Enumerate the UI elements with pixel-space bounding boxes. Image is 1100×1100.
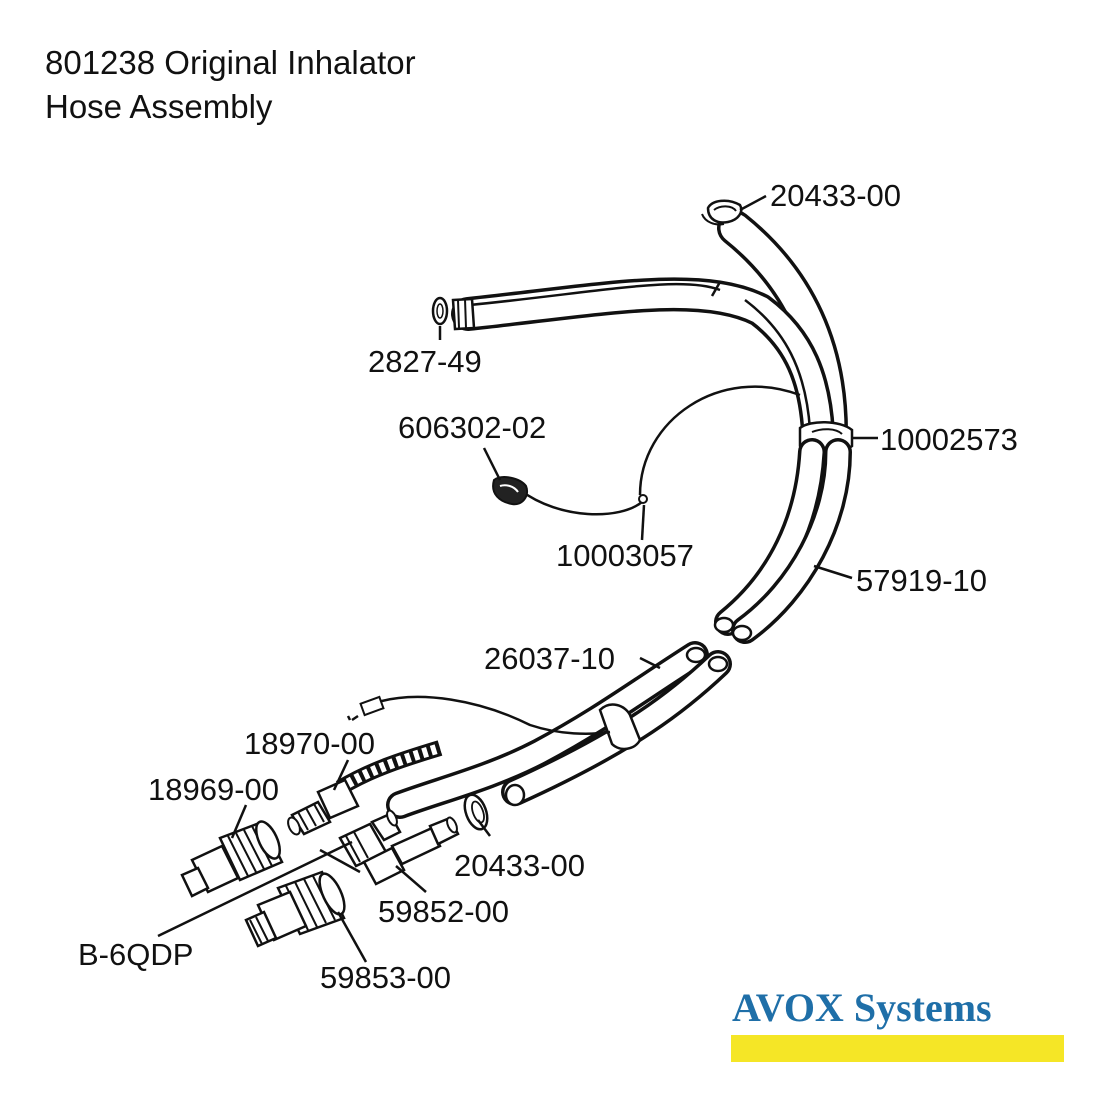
- leader-lines: [157, 194, 878, 963]
- label-lower-clamp: 20433-00: [454, 848, 585, 883]
- coupler-plug-part: [287, 778, 360, 836]
- upper-hoses: [451, 210, 848, 450]
- label-junction: 10002573: [880, 422, 1018, 457]
- diagram-title-line2: Hose Assembly: [45, 88, 273, 125]
- nose-clip-part: [492, 476, 528, 506]
- top-clamp-part: [701, 199, 743, 226]
- part-labels: 20433-00 2827-49 606302-02 10003057 1000…: [78, 178, 1018, 995]
- lower-clamp-part: [463, 793, 489, 831]
- lower-dual-hose: [335, 641, 732, 819]
- fitting-part: [244, 870, 346, 948]
- label-fitting: 59853-00: [320, 960, 451, 995]
- label-wire-end: 10003057: [556, 538, 694, 573]
- adapter-part: [362, 816, 460, 886]
- coupler-socket-part: [180, 820, 284, 898]
- label-washer: 2827-49: [368, 344, 482, 379]
- washer-part: [431, 296, 449, 326]
- twin-hose-lower: [713, 438, 852, 644]
- brand-bar: [731, 1035, 1064, 1062]
- label-adapter: 59852-00: [378, 894, 509, 929]
- label-top-clamp: 20433-00: [770, 178, 901, 213]
- diagram-title-line1: 801238 Original Inhalator: [45, 44, 416, 81]
- wire-assembly: [519, 385, 801, 516]
- label-dual-hose: 26037-10: [484, 641, 615, 676]
- brand-logo: AVOX Systems: [732, 985, 992, 1030]
- label-coupler-plug: 18970-00: [244, 726, 375, 761]
- label-coupler-socket: 18969-00: [148, 772, 279, 807]
- label-lower-hose: 57919-10: [856, 563, 987, 598]
- label-qd-plug: B-6QDP: [78, 937, 193, 972]
- label-nose-clip: 606302-02: [398, 410, 546, 445]
